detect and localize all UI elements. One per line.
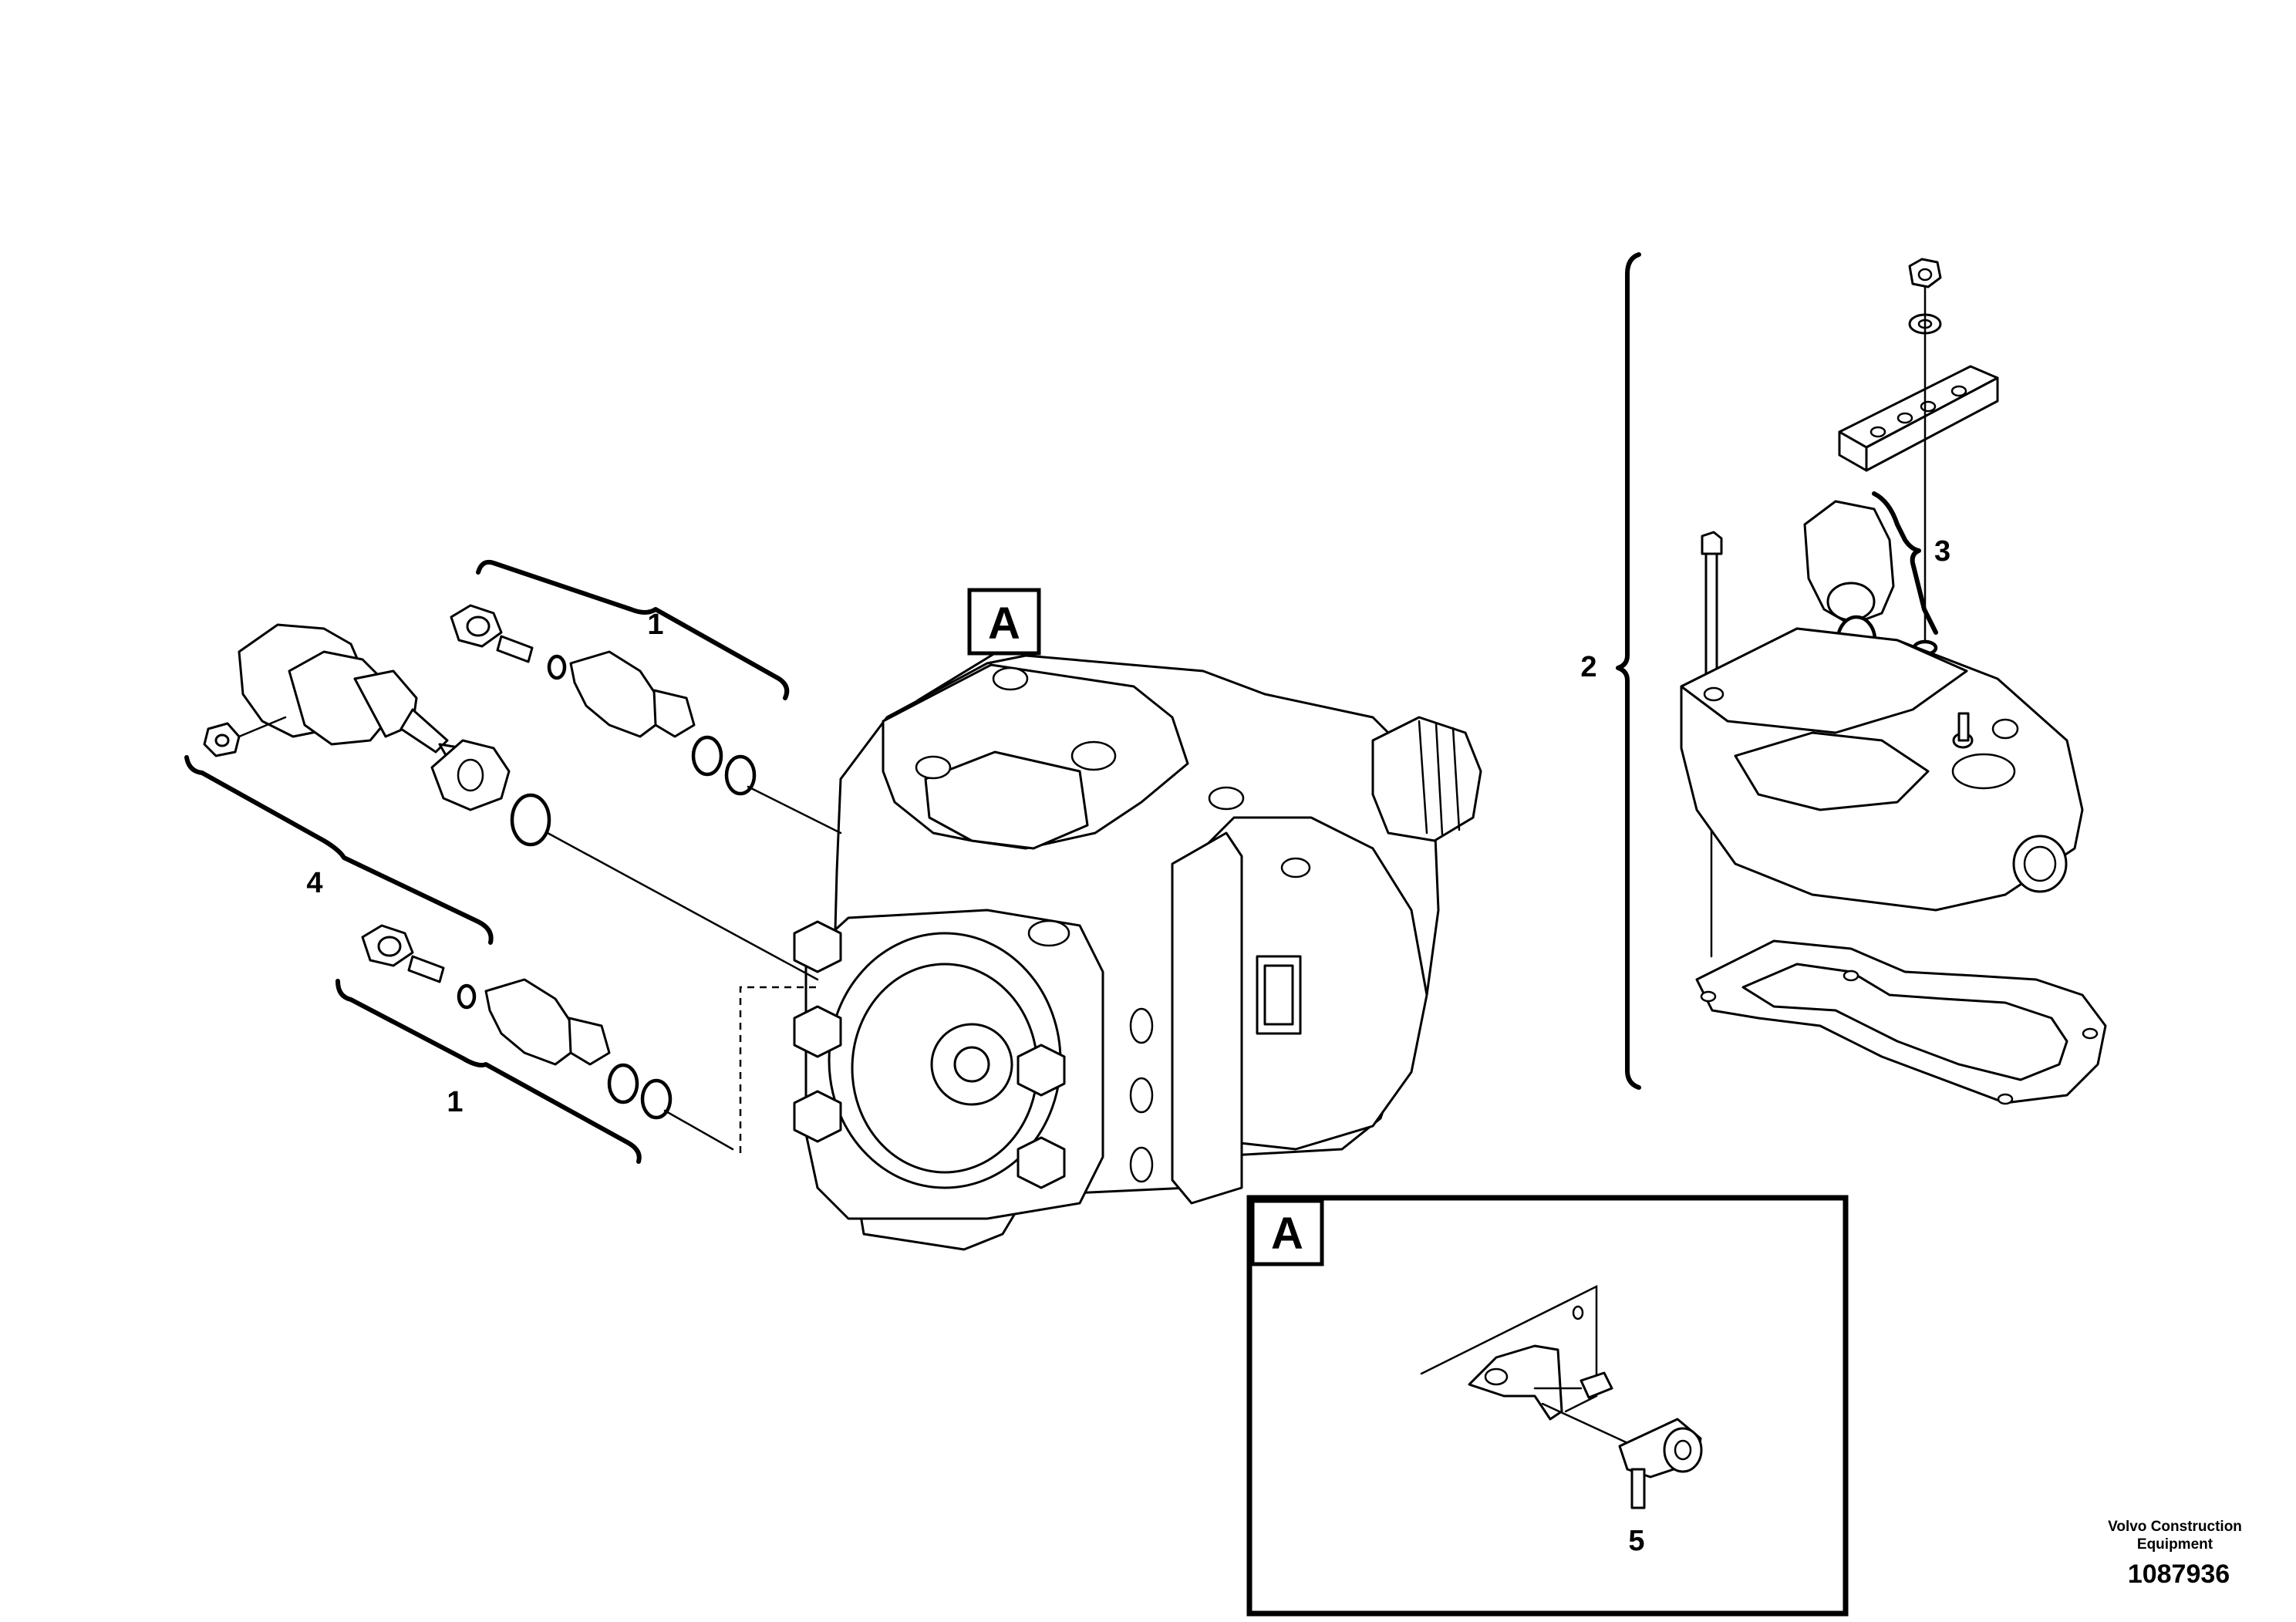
callout-upper-valve: 1: [647, 609, 663, 641]
credit-line-1: Volvo Construction: [2108, 1519, 2242, 1535]
detail-inset-a: A 5: [1246, 1195, 1849, 1617]
callout-solenoid: 3: [1934, 535, 1950, 568]
relief-valve-upper: [450, 604, 757, 796]
bracket-lower-valve: [335, 979, 642, 1164]
leader-upper-valve: [747, 785, 842, 835]
credit-line-2: Equipment: [2137, 1536, 2213, 1553]
leader-lower-valve: [663, 1109, 734, 1151]
document-number: 1087936: [2128, 1560, 2230, 1589]
control-valve-block: 3: [1680, 258, 2107, 1105]
bracket-upper-valve: [476, 559, 790, 700]
hydraulic-pump-housing: [793, 654, 1482, 1251]
callout-sensor: 4: [306, 867, 322, 899]
bracket-solenoid: [1872, 491, 1938, 635]
bracket-control-valve: [1616, 252, 1641, 1090]
detail-marker-pump-label: A: [988, 599, 1020, 649]
callout-control-valve: 2: [1580, 651, 1596, 683]
flange-bolt-icon: [793, 920, 1066, 1189]
leader-sensor: [546, 831, 819, 981]
callout-detail-plug: 5: [1628, 1525, 1644, 1557]
solenoid-sensor: [203, 623, 551, 847]
detail-marker-pump: A: [916, 588, 1041, 702]
detail-marker-inset-label: A: [1271, 1209, 1303, 1259]
bracket-sensor: [184, 755, 494, 945]
callout-lower-valve: 1: [447, 1086, 463, 1118]
relief-valve-lower: [361, 924, 673, 1120]
leader-dashed: [739, 986, 818, 1153]
